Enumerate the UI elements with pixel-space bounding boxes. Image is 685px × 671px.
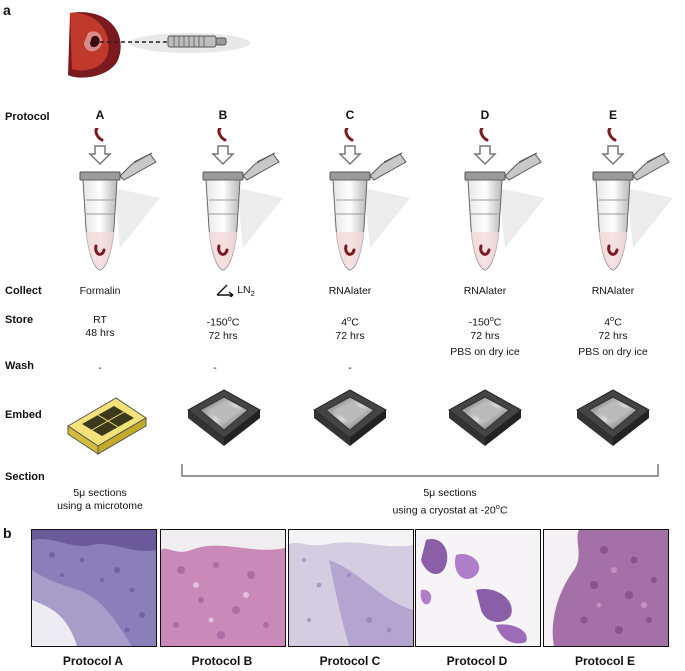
tube-b <box>201 128 285 272</box>
tube-c <box>328 128 412 272</box>
panel-letter-b: b <box>3 525 12 541</box>
section-cryostat-unit: C <box>499 504 508 517</box>
store-d-temp: -150 <box>468 316 490 329</box>
collect-d: RNAlater <box>463 285 507 297</box>
store-a-temp: RT <box>93 314 107 326</box>
collect-a: Formalin <box>79 285 121 297</box>
store-c-time: 72 hrs <box>335 329 365 342</box>
row-label-wash: Wash <box>5 360 34 372</box>
store-d: -150oC 72 hrs <box>430 312 540 343</box>
section-cryostat-deg: o <box>495 502 500 511</box>
caption-protocol-c: Protocol C <box>319 654 381 668</box>
section-a: 5μ sections using a microtome <box>45 487 155 513</box>
cassette-a <box>67 397 147 455</box>
store-b-unit: C <box>231 316 240 329</box>
tubes-row <box>78 128 675 272</box>
micrograph-b <box>160 529 286 647</box>
section-a-line2: using a microtome <box>57 500 143 512</box>
store-d-unit: C <box>493 316 502 329</box>
wash-c: - <box>348 362 352 374</box>
tissue-biopsy-illustration <box>68 12 250 78</box>
tube-e <box>591 128 675 272</box>
store-d-deg: o <box>489 314 494 323</box>
section-cryostat: 5μ sections using a cryostat at -20oC <box>340 487 560 518</box>
store-b-temp: -150 <box>206 316 228 329</box>
store-e: 4oC 72 hrs <box>558 312 668 343</box>
embed-row <box>67 389 650 455</box>
cryomold-e <box>576 389 650 447</box>
store-e-time: 72 hrs <box>598 329 628 342</box>
collect-b: LN2 <box>180 283 290 300</box>
store-e-unit: C <box>614 316 622 329</box>
micrograph-d <box>415 529 541 647</box>
collect-e: RNAlater <box>591 285 635 297</box>
wash-a: - <box>98 362 102 374</box>
section-bracket <box>181 464 659 477</box>
collect-b-sub: 2 <box>250 288 255 298</box>
collect-c: RNAlater <box>328 285 372 297</box>
store-c: 4oC 72 hrs <box>295 312 405 343</box>
store-e-temp: 4 <box>604 316 611 329</box>
store-b-time: 72 hrs <box>208 329 238 342</box>
micrograph-a <box>31 529 157 647</box>
store-e-deg: o <box>610 314 615 323</box>
micrograph-e <box>543 529 669 647</box>
tube-d <box>463 128 547 272</box>
store-a-time: 48 hrs <box>85 327 115 339</box>
cryomold-d <box>448 389 522 447</box>
section-cryostat-line1: 5μ sections <box>423 487 477 499</box>
section-cryostat-line2: using a cryostat at -20 <box>392 504 496 517</box>
protocol-header-e: E <box>608 108 617 122</box>
cryomold-b <box>187 389 261 447</box>
cryomold-c <box>313 389 387 447</box>
store-c-deg: o <box>347 314 352 323</box>
caption-protocol-e: Protocol E <box>574 654 635 668</box>
caption-protocol-a: Protocol A <box>62 654 124 668</box>
micrograph-c <box>288 529 414 647</box>
tube-a <box>78 128 162 272</box>
protocol-header-c: C <box>345 108 355 122</box>
pour-arrow-icon <box>216 284 234 299</box>
protocol-header-d: D <box>480 108 490 122</box>
caption-protocol-b: Protocol B <box>191 654 253 668</box>
store-c-unit: C <box>351 316 359 329</box>
store-d-time: 72 hrs <box>470 329 500 342</box>
caption-protocol-d: Protocol D <box>446 654 508 668</box>
store-c-temp: 4 <box>341 316 348 329</box>
store-b: -150oC 72 hrs <box>168 312 278 343</box>
collect-b-main: LN <box>237 283 251 296</box>
store-b-deg: o <box>227 314 232 323</box>
section-a-line1: 5μ sections <box>73 487 127 499</box>
wash-d: PBS on dry ice <box>450 346 520 358</box>
row-label-store: Store <box>5 314 34 326</box>
store-a: RT 48 hrs <box>45 314 155 340</box>
row-label-section: Section <box>5 471 45 483</box>
wash-b: - <box>213 362 217 374</box>
panel-letter-a: a <box>3 2 11 18</box>
row-label-embed: Embed <box>5 409 42 421</box>
protocol-header-b: B <box>218 108 228 122</box>
row-label-collect: Collect <box>5 285 42 297</box>
wash-e: PBS on dry ice <box>578 346 648 358</box>
row-label-protocol: Protocol <box>5 111 50 123</box>
protocol-header-a: A <box>95 108 105 122</box>
